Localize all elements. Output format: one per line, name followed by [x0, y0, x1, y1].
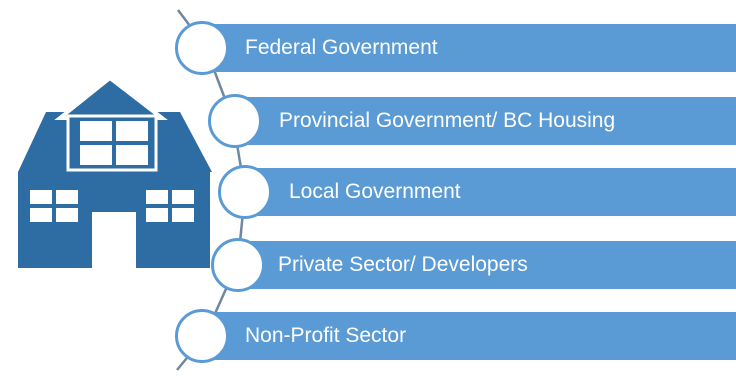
node-circle-provincial [208, 94, 262, 148]
left-window [30, 190, 78, 222]
node-circle-local [218, 165, 272, 219]
dormer-window [80, 121, 148, 165]
house-door [92, 212, 136, 268]
bar-federal-government: Federal Government [205, 24, 736, 72]
bar-label-non-profit-sector: Non-Profit Sector [245, 324, 407, 347]
node-circle-federal [175, 21, 229, 75]
bar-label-federal-government: Federal Government [245, 36, 438, 59]
right-window [146, 190, 194, 222]
bar-local-government: Local Government [245, 168, 736, 216]
bar-non-profit-sector: Non-Profit Sector [205, 312, 736, 360]
node-circle-private [211, 238, 265, 292]
bar-provincial-government: Provincial Government/ BC Housing [233, 97, 736, 145]
bar-label-local-government: Local Government [289, 180, 461, 203]
node-circle-non-profit [175, 309, 229, 363]
bar-private-sector: Private Sector/ Developers [238, 241, 736, 289]
bar-label-provincial-government: Provincial Government/ BC Housing [279, 109, 616, 132]
bar-label-private-sector: Private Sector/ Developers [278, 253, 528, 276]
